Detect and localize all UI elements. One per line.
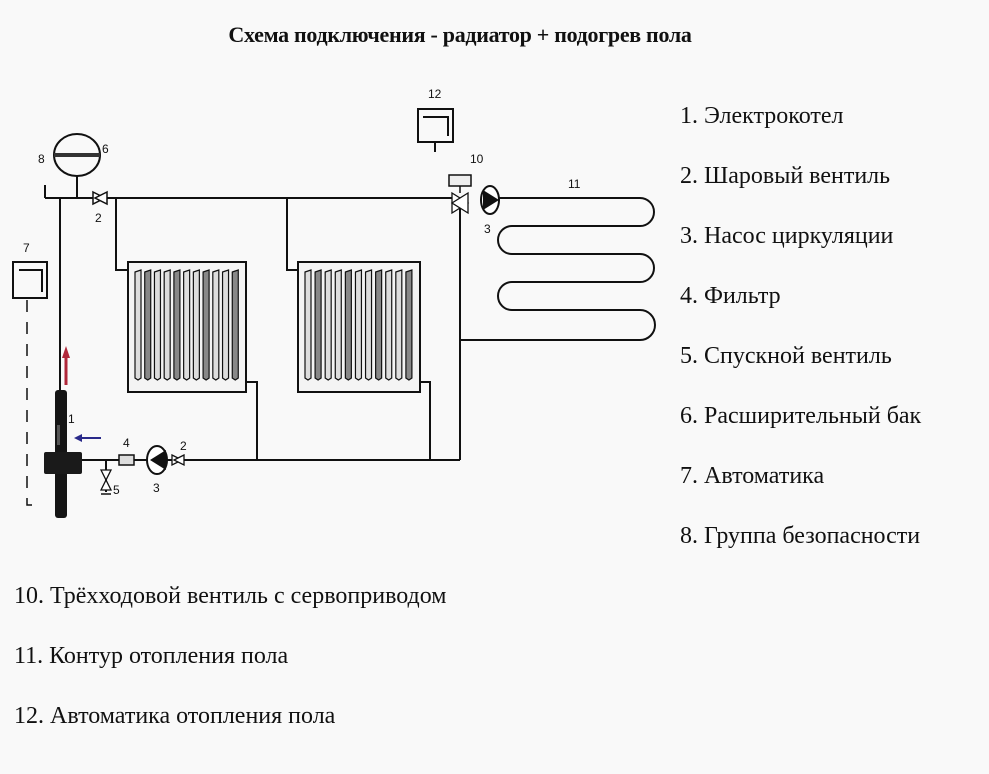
radiator-fin bbox=[364, 269, 373, 381]
radiator-fin bbox=[144, 269, 152, 381]
radiator-fin bbox=[344, 269, 352, 381]
label-floor-loop: 11 bbox=[568, 177, 581, 191]
radiator-fin bbox=[173, 269, 181, 381]
label-safety-group: 8 bbox=[38, 152, 45, 166]
legend-item: 8. Группа безопасности bbox=[680, 523, 921, 549]
radiator-fin bbox=[212, 269, 220, 381]
radiator-fin bbox=[334, 269, 342, 381]
legend-item: 1. Электрокотел bbox=[680, 103, 844, 129]
legend-item: 12. Автоматика отопления пола bbox=[14, 703, 336, 729]
radiator-fin bbox=[405, 269, 413, 381]
ball-valve-return bbox=[171, 453, 185, 467]
filter bbox=[118, 454, 135, 466]
label-return-pump: 3 bbox=[153, 481, 160, 495]
radiator-2-return bbox=[420, 381, 431, 460]
radiator-fin bbox=[314, 269, 322, 381]
automation-box bbox=[12, 261, 48, 299]
label-floor-pump: 3 bbox=[484, 222, 491, 236]
radiator-fin bbox=[395, 269, 403, 381]
return-flow-arrow bbox=[74, 434, 101, 442]
drain-valve bbox=[99, 469, 113, 495]
legend-item: 6. Расширительный бак bbox=[680, 403, 922, 429]
label-filter: 4 bbox=[123, 436, 130, 450]
ball-valve-supply bbox=[92, 190, 108, 206]
label-drain-valve: 5 bbox=[113, 483, 120, 497]
radiator-fin bbox=[192, 269, 200, 381]
legend-item: 4. Фильтр bbox=[680, 283, 781, 309]
label-automation: 7 bbox=[23, 241, 30, 255]
radiator-fin bbox=[354, 269, 363, 381]
legend-item: 10. Трёхходовой вентиль с сервоприводом bbox=[14, 583, 447, 609]
floor-heating-loop bbox=[460, 197, 656, 341]
legend-components: 1. Электрокотел 2. Шаровый вентиль 3. На… bbox=[680, 98, 921, 578]
legend-floor-components: 10. Трёхходовой вентиль с сервоприводом … bbox=[14, 578, 446, 758]
expansion-tank bbox=[53, 133, 101, 177]
radiator-fin bbox=[153, 269, 162, 381]
electric-boiler bbox=[44, 390, 82, 518]
radiator-1-supply bbox=[115, 198, 128, 271]
legend-item: 11. Контур отопления пола bbox=[14, 643, 289, 669]
radiator-fin bbox=[202, 269, 210, 381]
radiator-1-return bbox=[246, 381, 258, 460]
radiator-fin bbox=[385, 269, 393, 381]
radiator-fin bbox=[304, 269, 312, 381]
radiator-2-supply bbox=[286, 198, 298, 271]
legend-item: 3. Насос циркуляции bbox=[680, 223, 894, 249]
legend-item: 7. Автоматика bbox=[680, 463, 825, 489]
label-expansion-tank: 6 bbox=[102, 142, 109, 156]
automation-dashed-link bbox=[26, 300, 38, 506]
label-boiler: 1 bbox=[68, 412, 75, 426]
label-ball-valve-return: 2 bbox=[180, 439, 187, 453]
hot-flow-arrow bbox=[62, 346, 70, 385]
diagram-title: Схема подключения - радиатор + подогрев … bbox=[228, 22, 692, 47]
floor-pump bbox=[480, 185, 500, 215]
label-floor-automation: 12 bbox=[428, 87, 442, 101]
radiator-fin bbox=[183, 269, 191, 381]
radiator-fin bbox=[231, 269, 239, 381]
radiator-fin bbox=[163, 269, 171, 381]
return-pump bbox=[146, 445, 168, 475]
radiator-fin bbox=[134, 269, 142, 381]
radiator-2 bbox=[297, 261, 421, 393]
three-way-valve bbox=[448, 174, 472, 215]
floor-automation-box bbox=[417, 108, 454, 143]
legend-item: 5. Спускной вентиль bbox=[680, 343, 892, 369]
radiator-fin bbox=[221, 269, 230, 381]
label-ball-valve-supply: 2 bbox=[95, 211, 102, 225]
radiator-fin bbox=[375, 269, 383, 381]
radiator-fin bbox=[324, 269, 332, 381]
legend-item: 2. Шаровый вентиль bbox=[680, 163, 891, 189]
label-three-way-valve: 10 bbox=[470, 152, 484, 166]
radiator-1 bbox=[127, 261, 247, 393]
